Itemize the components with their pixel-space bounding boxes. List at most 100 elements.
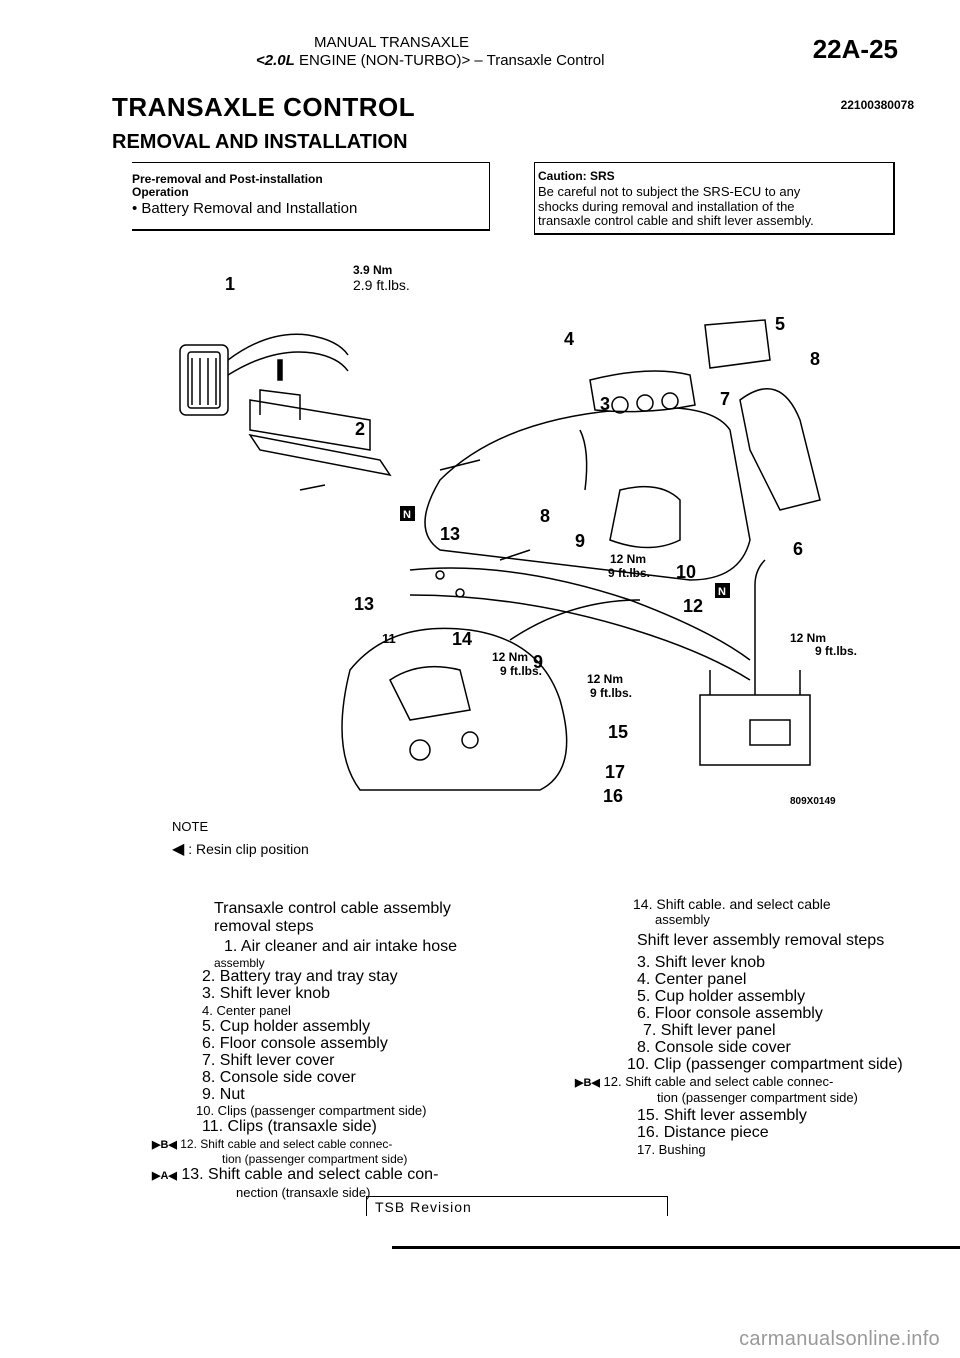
torque-2-nm: 12 Nm — [610, 552, 646, 566]
left-item-13b: nection (transaxle side) — [236, 1185, 371, 1200]
resin-clip-arrow-icon: ◀ — [172, 841, 185, 858]
callout-15: 15 — [608, 722, 628, 742]
right-item-16: 16. Distance piece — [637, 1124, 769, 1141]
battery-tray-drawing — [248, 359, 392, 491]
right-item-7: 7. Shift lever panel — [643, 1022, 776, 1039]
torque-5-ftlbs: 9 ft.lbs. — [815, 644, 857, 658]
right-item-15: 15. Shift lever assembly — [637, 1107, 807, 1124]
right-item-12b: tion (passenger compartment side) — [657, 1090, 858, 1105]
callout-16: 16 — [603, 786, 623, 806]
left-heading2: removal steps — [214, 918, 314, 935]
header-line2: <2.0L ENGINE (NON-TURBO)> – Transaxle Co… — [256, 52, 604, 69]
caution-line4: transaxle control cable and shift lever … — [538, 213, 814, 228]
callout-9b: 9 — [533, 652, 543, 672]
document-id: 22100380078 — [840, 98, 914, 112]
torque-2-ftlbs: 9 ft.lbs. — [608, 566, 650, 580]
right-item-4: 4. Center panel — [637, 971, 747, 988]
pre-removal-box: Pre-removal and Post-installation Operat… — [132, 162, 490, 231]
left-item-2: 2. Battery tray and tray stay — [202, 968, 398, 985]
callout-10: 10 — [676, 562, 696, 582]
torque-4-ftlbs: 9 ft.lbs. — [590, 686, 632, 700]
left-item-13-row: ▶A◀ 13. Shift cable and select cable con… — [152, 1166, 438, 1184]
caution-box: Caution: SRS Be careful not to subject t… — [534, 162, 895, 235]
right-heading: Shift lever assembly removal steps — [637, 932, 885, 949]
watermark: carmanualsonline.info — [739, 1328, 940, 1350]
note-label: NOTE — [172, 819, 209, 834]
right-item-3: 3. Shift lever knob — [637, 954, 766, 971]
torque-1-ftlbs: 2.9 ft.lbs. — [353, 277, 410, 293]
right-item-17: 17. Bushing — [637, 1142, 706, 1157]
left-item-3: 3. Shift lever knob — [202, 985, 331, 1002]
callout-2: 2 — [355, 419, 365, 439]
right-item-12-row: ▶B◀ 12. Shift cable and select cable con… — [575, 1074, 833, 1089]
left-item-5: 5. Cup holder assembly — [202, 1018, 371, 1035]
left-heading1: Transaxle control cable assembly — [214, 900, 451, 917]
left-item-12-row: ▶B◀ 12. Shift cable and select cable con… — [152, 1137, 392, 1151]
right-item-6: 6. Floor console assembly — [637, 1005, 823, 1022]
caution-line3: shocks during removal and installation o… — [538, 199, 795, 214]
air-cleaner-drawing — [179, 333, 349, 416]
torque-1-nm: 3.9 Nm — [353, 263, 392, 277]
callout-17: 17 — [605, 762, 625, 782]
callout-11: 11 — [382, 631, 396, 646]
shift-lever-assembly-drawing — [699, 559, 811, 766]
callout-1: 1 — [225, 274, 235, 294]
footer-rule — [392, 1246, 960, 1249]
callout-14: 14 — [452, 629, 472, 649]
callout-5: 5 — [775, 314, 785, 334]
callout-4: 4 — [564, 329, 574, 349]
callout-13b: 13 — [354, 594, 374, 614]
callout-3: 3 — [600, 394, 610, 414]
page-title: TRANSAXLE CONTROL — [112, 92, 416, 122]
callout-8b: 8 — [540, 506, 550, 526]
left-item-13: 13. Shift cable and select cable con- — [181, 1166, 439, 1183]
n-mark-1: N — [403, 509, 411, 521]
pre-removal-line3: • Battery Removal and Installation — [132, 200, 358, 217]
caution-line2: Be careful not to subject the SRS-ECU to… — [538, 184, 801, 199]
left-item-4: 4. Center panel — [202, 1003, 291, 1018]
n-mark-2: N — [718, 586, 726, 598]
right-item-12: 12. Shift cable and select cable connec- — [603, 1074, 834, 1089]
header-engine-text: ENGINE (NON-TURBO)> – Transaxle Control — [298, 52, 605, 69]
callout-6: 6 — [793, 539, 803, 559]
left-item-10: 10. Clips (passenger compartment side) — [196, 1103, 427, 1118]
torque-3-ftlbs: 9 ft.lbs. — [500, 664, 542, 678]
exploded-diagram: 1 2 3 4 5 6 7 8 8 9 9 10 11 12 13 13 14 … — [179, 263, 857, 807]
marker-b-right-icon: ▶B◀ — [575, 1077, 600, 1089]
torque-5-nm: 12 Nm — [790, 631, 826, 645]
callout-9a: 9 — [575, 531, 585, 551]
left-item-1b: assembly — [214, 956, 265, 970]
callout-12: 12 — [683, 596, 703, 616]
right-item-14: 14. Shift cable. and select cable — [633, 896, 831, 912]
right-item-8: 8. Console side cover — [637, 1039, 791, 1056]
cables-drawing — [409, 567, 751, 681]
torque-4-nm: 12 Nm — [587, 672, 623, 686]
right-item-14b: assembly — [655, 912, 710, 927]
left-item-1: 1. Air cleaner and air intake hose — [224, 938, 458, 955]
callout-13a: 13 — [440, 524, 460, 544]
header-line1: MANUAL TRANSAXLE — [314, 34, 470, 51]
torque-3-nm: 12 Nm — [492, 650, 528, 664]
note-line: ◀ : Resin clip position — [172, 839, 309, 859]
left-item-6: 6. Floor console assembly — [202, 1035, 388, 1052]
console-drawing — [424, 319, 821, 581]
callout-8a: 8 — [810, 349, 820, 369]
pre-removal-line2: Operation — [132, 185, 189, 199]
left-item-7: 7. Shift lever cover — [202, 1052, 335, 1069]
left-item-12b: tion (passenger compartment side) — [222, 1152, 408, 1166]
right-item-10: 10. Clip (passenger compartment side) — [627, 1056, 903, 1073]
left-item-11: 11. Clips (transaxle side) — [202, 1118, 377, 1135]
page-number: 22A-25 — [812, 34, 898, 64]
header-engine-prefix: <2.0L — [256, 52, 295, 69]
tsb-revision-box: TSB Revision — [366, 1196, 668, 1216]
right-item-5: 5. Cup holder assembly — [637, 988, 806, 1005]
callout-7: 7 — [720, 389, 730, 409]
left-item-9: 9. Nut — [202, 1086, 245, 1103]
pre-removal-line1: Pre-removal and Post-installation — [132, 172, 323, 186]
note-text: : Resin clip position — [188, 841, 309, 857]
transaxle-drawing — [341, 627, 568, 791]
left-item-12: 12. Shift cable and select cable connec- — [180, 1137, 393, 1151]
section-subtitle: REMOVAL AND INSTALLATION — [112, 131, 408, 153]
diagram-code: 809X0149 — [790, 796, 836, 807]
caution-line1: Caution: SRS — [538, 169, 615, 183]
